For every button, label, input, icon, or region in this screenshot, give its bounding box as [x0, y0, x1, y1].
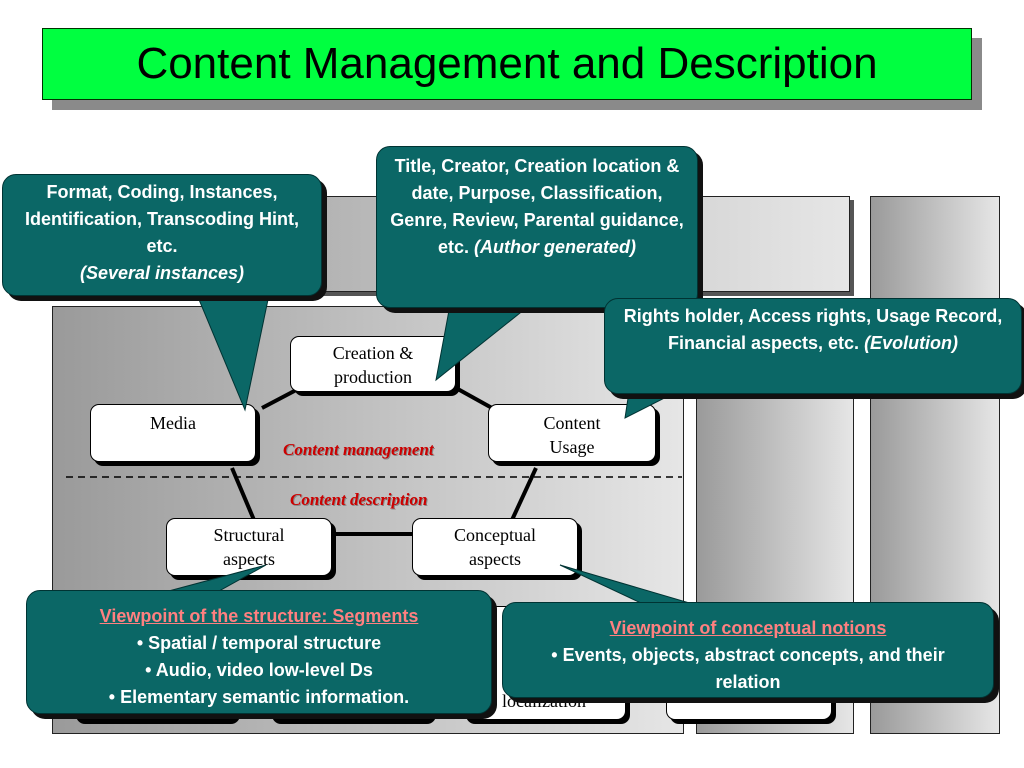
- tail-format: [194, 289, 271, 412]
- callout-conceptual-heading: Viewpoint of conceptual notions: [609, 618, 887, 638]
- node-media: Media: [90, 404, 256, 462]
- callout-structure: Viewpoint of the structure: Segments • S…: [26, 590, 492, 714]
- callout-rights: Rights holder, Access rights, Usage Reco…: [604, 298, 1022, 394]
- callout-title-note: (Author generated): [474, 237, 637, 257]
- callout-structure-item: • Spatial / temporal structure: [136, 633, 382, 653]
- tail-title: [435, 304, 532, 382]
- label-content-management: Content management: [283, 440, 434, 459]
- connector-creation-usage: [455, 386, 493, 410]
- callout-title-info: Title, Creator, Creation location & date…: [376, 146, 698, 308]
- title-banner: Content Management and Description: [42, 28, 972, 100]
- node-creation-production: Creation & production: [290, 336, 456, 392]
- callout-format-text: Format, Coding, Instances, Identificatio…: [24, 182, 299, 256]
- label-content-description: Content description: [290, 490, 428, 509]
- connector-usage-conceptual: [510, 467, 538, 521]
- node-structural-aspects: Structural aspects: [166, 518, 332, 576]
- node-conceptual-aspects: Conceptual aspects: [412, 518, 578, 576]
- connector-media-creation: [261, 386, 301, 410]
- callout-structure-item: • Audio, video low-level Ds: [145, 660, 373, 680]
- callout-conceptual: Viewpoint of conceptual notions • Events…: [502, 602, 994, 698]
- callout-rights-text: Rights holder, Access rights, Usage Reco…: [623, 306, 1003, 353]
- callout-conceptual-item: • Events, objects, abstract concepts, an…: [551, 645, 945, 692]
- callout-structure-item: • Elementary semantic information.: [108, 687, 410, 707]
- callout-rights-note: (Evolution): [864, 333, 959, 353]
- callout-title-text: Title, Creator, Creation location & date…: [390, 156, 684, 257]
- callout-format: Format, Coding, Instances, Identificatio…: [2, 174, 322, 296]
- callout-format-note: (Several instances): [79, 263, 245, 283]
- callout-structure-heading: Viewpoint of the structure: Segments: [99, 606, 419, 626]
- page-title: Content Management and Description: [136, 39, 878, 88]
